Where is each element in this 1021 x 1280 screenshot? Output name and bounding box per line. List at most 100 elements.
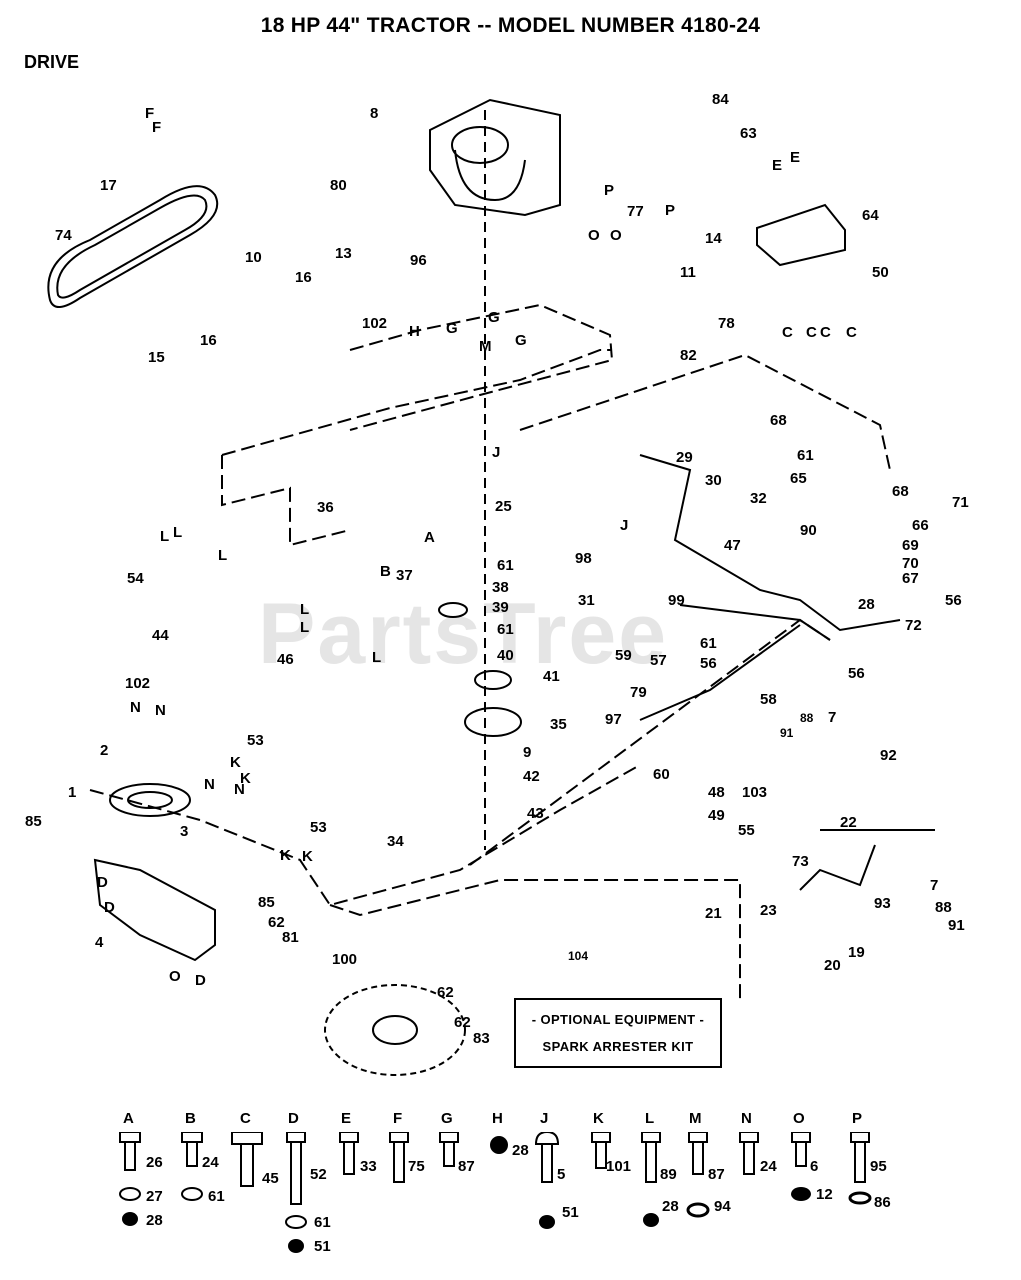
callout-81: 81: [282, 929, 299, 946]
callout-88a: 88: [800, 711, 814, 725]
letter-h: H: [409, 323, 420, 340]
callout-2: 2: [100, 742, 108, 759]
callout-41: 41: [543, 668, 560, 685]
callout-68a: 68: [770, 412, 787, 429]
callout-102a: 102: [362, 315, 387, 332]
callout-7b: 7: [930, 877, 938, 894]
callout-64: 64: [862, 207, 879, 224]
callout-16b: 16: [200, 332, 217, 349]
callout-40: 40: [497, 647, 514, 664]
key-letter-b: B: [185, 1110, 196, 1127]
callout-67: 67: [902, 570, 919, 587]
callout-77: 77: [627, 203, 644, 220]
callout-91a: 91: [780, 726, 794, 740]
callout-62a: 62: [268, 914, 285, 931]
callout-85b: 85: [258, 894, 275, 911]
callout-22: 22: [840, 814, 857, 831]
key-part-c-1: 45: [262, 1170, 279, 1187]
callout-55: 55: [738, 822, 755, 839]
nut-icon: [490, 1136, 508, 1154]
callout-9: 9: [523, 744, 531, 761]
callout-14: 14: [705, 230, 722, 247]
letter-n-4: N: [234, 781, 245, 798]
callout-53a: 53: [247, 732, 264, 749]
key-letter-k: K: [593, 1110, 604, 1127]
callout-58: 58: [760, 691, 777, 708]
bolt-icon: [534, 1132, 560, 1229]
letter-g-3: G: [515, 332, 527, 349]
letter-k-4: K: [302, 848, 313, 865]
callout-39: 39: [492, 599, 509, 616]
callout-62b: 62: [437, 984, 454, 1001]
letter-l-5: L: [300, 619, 309, 636]
key-letter-n: N: [741, 1110, 752, 1127]
bolt-icon: [739, 1132, 759, 1175]
callout-38: 38: [492, 579, 509, 596]
callout-54: 54: [127, 570, 144, 587]
callout-56c: 56: [700, 655, 717, 672]
bolt-icon: [791, 1132, 811, 1201]
bolt-icon: [285, 1132, 307, 1253]
optional-equipment-label: - OPTIONAL EQUIPMENT -: [531, 1012, 705, 1027]
key-letter-m: M: [689, 1110, 702, 1127]
key-part-g-1: 87: [458, 1158, 475, 1175]
letter-e-1: E: [772, 157, 782, 174]
callout-34: 34: [387, 833, 404, 850]
letter-f-2: F: [152, 119, 161, 136]
callout-3: 3: [180, 823, 188, 840]
letter-l-1: L: [160, 528, 169, 545]
spark-arrester-kit-label: SPARK ARRESTER KIT: [542, 1039, 694, 1054]
letter-o-2: O: [610, 227, 622, 244]
letter-c-3: C: [820, 324, 831, 341]
letter-k-3: K: [280, 847, 291, 864]
key-part-k-1: 101: [606, 1158, 632, 1175]
key-part-n-1: 24: [760, 1158, 777, 1175]
key-part-a-2: 27: [146, 1188, 163, 1205]
callout-63: 63: [740, 125, 757, 142]
letter-o-3: O: [169, 968, 181, 985]
letter-c-1: C: [782, 324, 793, 341]
bolt-icon: [591, 1132, 611, 1169]
callout-91b: 91: [948, 917, 965, 934]
callout-68b: 68: [892, 483, 909, 500]
key-part-d-1: 52: [310, 1166, 327, 1183]
letter-l-3: L: [218, 547, 227, 564]
optional-equipment-box: - OPTIONAL EQUIPMENT - SPARK ARRESTER KI…: [514, 998, 722, 1068]
callout-49: 49: [708, 807, 725, 824]
letter-n-1: N: [130, 699, 141, 716]
key-part-e-1: 33: [360, 1158, 377, 1175]
bolt-icon: [439, 1132, 459, 1167]
letter-a: A: [424, 529, 435, 546]
key-letter-p: P: [852, 1110, 863, 1127]
callout-72: 72: [905, 617, 922, 634]
callout-98: 98: [575, 550, 592, 567]
key-part-p-2: 86: [874, 1194, 891, 1211]
key-letter-l: L: [645, 1110, 655, 1127]
key-letter-c: C: [240, 1110, 251, 1127]
bolt-icon: [688, 1132, 708, 1175]
callout-80: 80: [330, 177, 347, 194]
washer-icon: [686, 1202, 710, 1218]
callout-56b: 56: [848, 665, 865, 682]
letter-f-1: F: [145, 105, 154, 122]
callout-90: 90: [800, 522, 817, 539]
key-part-j-1: 5: [557, 1166, 566, 1183]
callout-15: 15: [148, 349, 165, 366]
callout-73: 73: [792, 853, 809, 870]
key-part-a-3: 28: [146, 1212, 163, 1229]
callout-85a: 85: [25, 813, 42, 830]
key-part-l-1: 89: [660, 1166, 677, 1183]
callout-46: 46: [277, 651, 294, 668]
callout-48: 48: [708, 784, 725, 801]
callout-102b: 102: [125, 675, 150, 692]
letter-j-2: J: [620, 517, 628, 534]
callout-83: 83: [473, 1030, 490, 1047]
key-part-b-2: 61: [208, 1188, 225, 1205]
key-part-l-3: 94: [714, 1198, 731, 1215]
callout-25: 25: [495, 498, 512, 515]
callout-28: 28: [858, 596, 875, 613]
key-letter-j: J: [540, 1110, 549, 1127]
diagram-title: 18 HP 44" TRACTOR -- MODEL NUMBER 4180-2…: [260, 14, 761, 37]
letter-l-2: L: [173, 524, 182, 541]
